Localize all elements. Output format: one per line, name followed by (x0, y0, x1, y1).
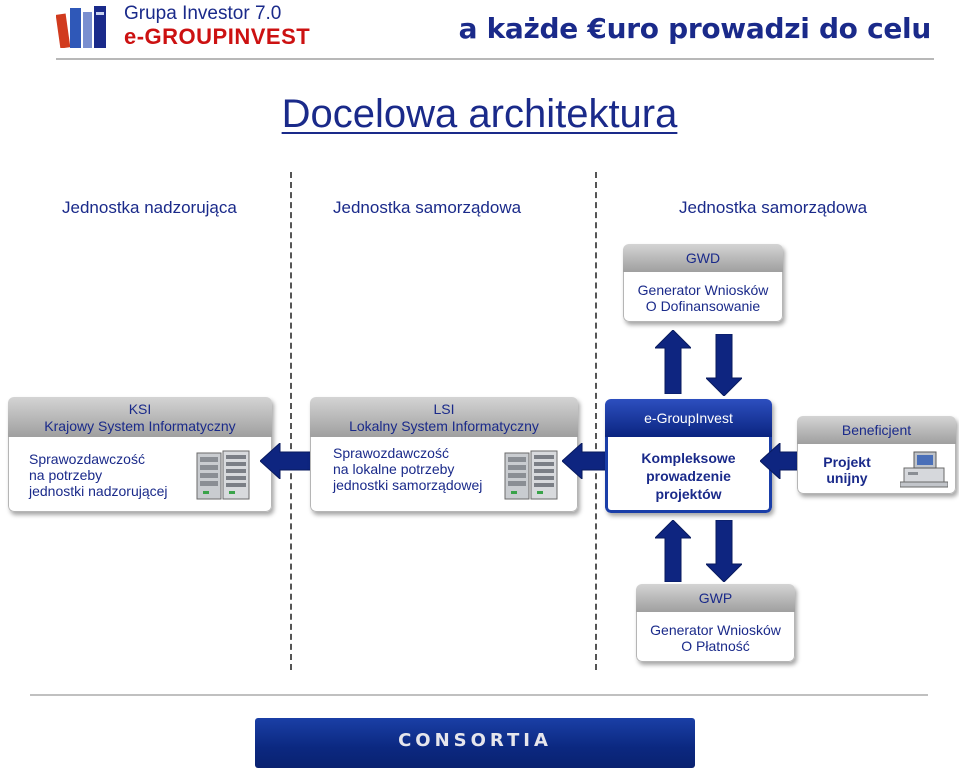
lsi-abbrev: LSI (433, 401, 455, 417)
lsi-box: LSI Lokalny System Informatyczny Sprawoz… (310, 397, 578, 512)
consortia-logo-text: CONSORTIA (398, 730, 552, 751)
column-header-supervising: Jednostka nadzorująca (62, 198, 237, 217)
column-header-local-1: Jednostka samorządowa (333, 198, 522, 217)
gwp-header: GWP (636, 584, 795, 612)
server-rack-icon (504, 450, 558, 500)
lsi-line3: jednostki samorządowej (333, 477, 483, 493)
ksi-header: KSI Krajowy System Informatyczny (8, 397, 272, 437)
footer-divider (30, 694, 928, 696)
lsi-header: LSI Lokalny System Informatyczny (310, 397, 578, 437)
egroupinvest-box: e-GroupInvest Kompleksowe prowadzenie pr… (605, 399, 772, 513)
column-separator-2 (595, 172, 597, 670)
gwd-header: GWD (623, 244, 783, 272)
brand-name: Grupa Investor 7.0 (124, 3, 282, 24)
beneficjent-header: Beneficjent (797, 416, 956, 444)
arrow-up-to-gwd-icon (655, 330, 691, 394)
ksi-box: KSI Krajowy System Informatyczny Sprawoz… (8, 397, 272, 512)
brand-product: e-GROUPINVEST (124, 24, 311, 49)
header-divider (56, 58, 934, 60)
column-separator-1 (290, 172, 292, 670)
gwp-body: Generator Wniosków O Płatność (636, 612, 795, 662)
egroupinvest-line1: Kompleksowe (641, 450, 736, 466)
ksi-abbrev: KSI (128, 401, 152, 417)
gwd-box: GWD Generator Wniosków O Dofinansowanie (623, 244, 783, 322)
ksi-line1: Sprawozdawczość (29, 451, 145, 467)
gwp-line1: Generator Wniosków (650, 622, 781, 638)
gwd-body: Generator Wniosków O Dofinansowanie (623, 272, 783, 322)
lsi-body: Sprawozdawczość na lokalne potrzeby jedn… (310, 437, 578, 512)
egroupinvest-line2: prowadzenie (646, 468, 731, 484)
column-header-local-2: Jednostka samorządowa (679, 198, 868, 217)
ksi-line2: na potrzeby (29, 467, 103, 483)
lsi-line2: na lokalne potrzeby (333, 461, 455, 477)
beneficjent-line2: unijny (826, 470, 868, 486)
gwp-line2: O Płatność (681, 638, 750, 654)
arrow-left-to-ksi-icon (260, 443, 318, 479)
lsi-line1: Sprawozdawczość (333, 445, 449, 461)
page-title: Docelowa architektura (281, 92, 678, 136)
books-logo-icon (56, 6, 106, 48)
ksi-fullname: Krajowy System Informatyczny (44, 418, 236, 434)
egroupinvest-line3: projektów (655, 486, 722, 502)
ksi-line3: jednostki nadzorującej (29, 483, 168, 499)
egroupinvest-body: Kompleksowe prowadzenie projektów (605, 437, 772, 513)
arrow-down-to-gwp-icon (706, 520, 742, 582)
tagline: a każde €uro prowadzi do celu (458, 12, 932, 45)
beneficjent-line1: Projekt (823, 454, 871, 470)
arrow-up-from-gwp-icon (655, 520, 691, 582)
ksi-body: Sprawozdawczość na potrzeby jednostki na… (8, 437, 272, 512)
beneficjent-box: Beneficjent Projekt unijny (797, 416, 956, 494)
egroupinvest-header: e-GroupInvest (605, 399, 772, 437)
gwd-line2: O Dofinansowanie (645, 298, 761, 314)
gwp-box: GWP Generator Wniosków O Płatność (636, 584, 795, 662)
beneficjent-body: Projekt unijny (797, 444, 956, 494)
arrow-down-from-gwd-icon (706, 334, 742, 396)
lsi-fullname: Lokalny System Informatyczny (349, 418, 539, 434)
desktop-computer-icon (900, 451, 948, 488)
server-rack-icon (196, 450, 250, 500)
consortia-logo-bar (255, 718, 695, 768)
gwd-line1: Generator Wniosków (637, 282, 769, 298)
